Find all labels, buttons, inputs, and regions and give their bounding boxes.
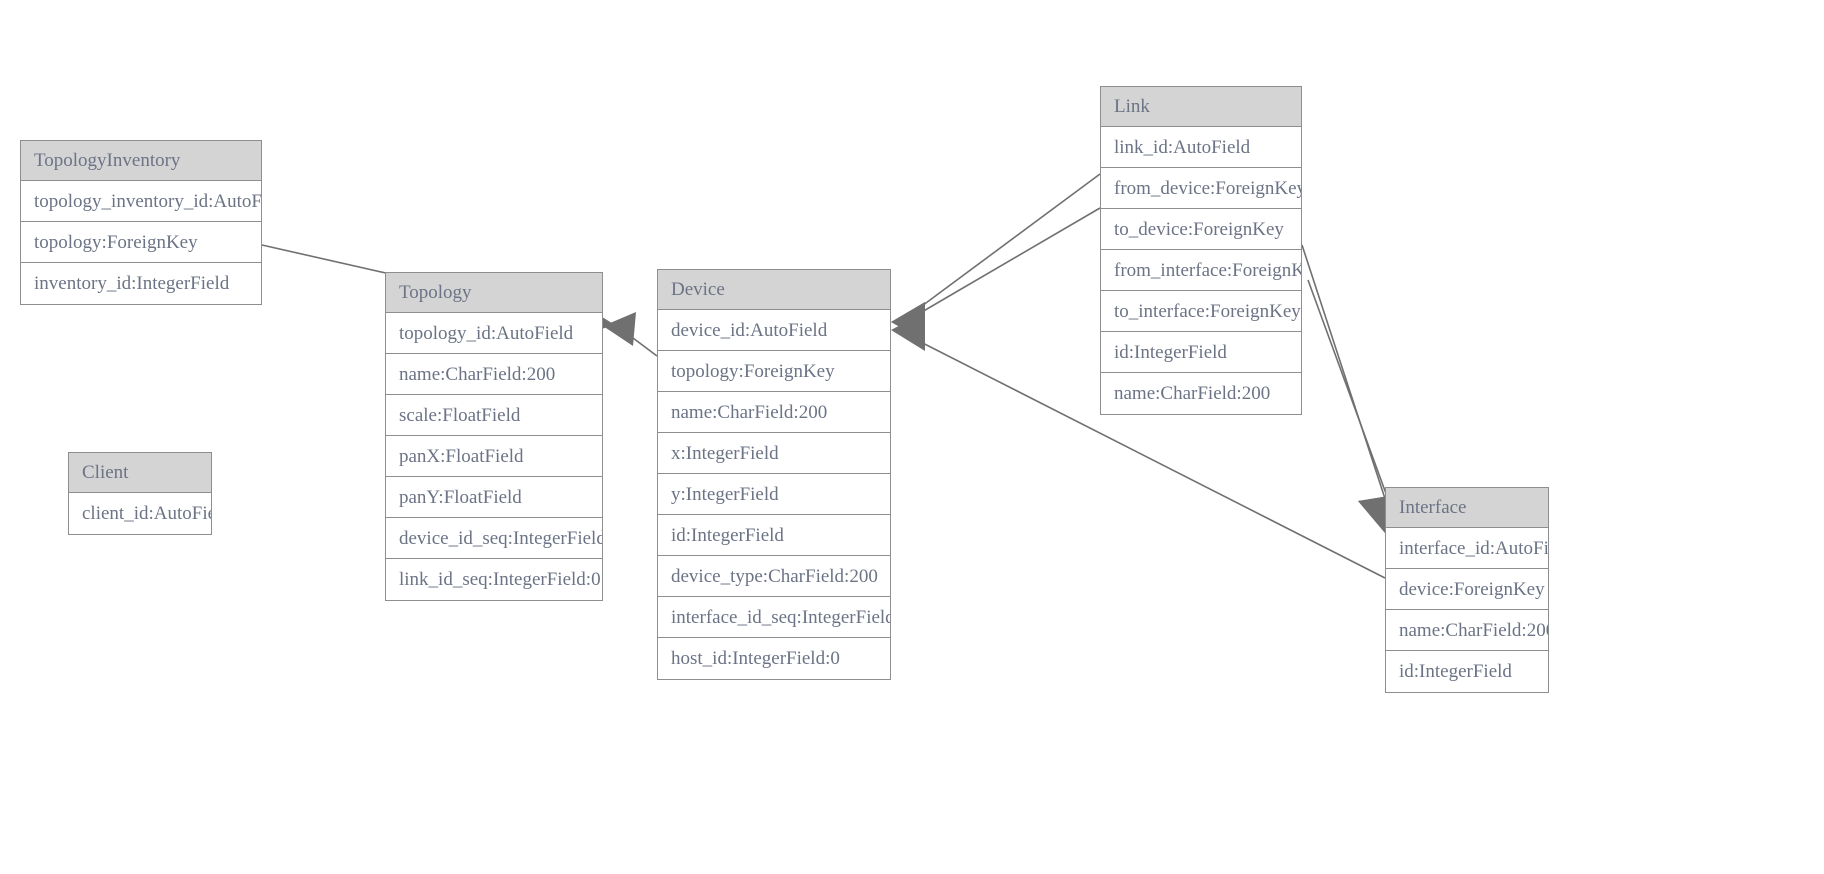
entity-box-interface[interactable]: Interfaceinterface_id:AutoFielddevice:Fo… [1385, 487, 1549, 693]
entity-field-row[interactable]: name:CharField:200 [1101, 373, 1301, 414]
entity-field-row[interactable]: id:IntegerField [1386, 651, 1548, 692]
entity-field-row[interactable]: topology:ForeignKey [21, 222, 261, 263]
entity-field-row[interactable]: interface_id_seq:IntegerField:0 [658, 597, 890, 638]
entity-field-row[interactable]: panY:FloatField [386, 477, 602, 518]
relationship-line [1307, 279, 1397, 522]
entity-field-row[interactable]: link_id:AutoField [1101, 127, 1301, 168]
entity-field-row[interactable]: id:IntegerField [658, 515, 890, 556]
relationship-arrowhead [891, 302, 925, 341]
entity-field-row[interactable]: from_interface:ForeignKey [1101, 250, 1301, 291]
entity-title: Interface [1386, 488, 1548, 528]
entity-field-row[interactable]: from_device:ForeignKey [1101, 168, 1301, 209]
relationship-edge [891, 173, 1101, 341]
entity-field-row[interactable]: device_id_seq:IntegerField:0 [386, 518, 602, 559]
entity-title: Client [69, 453, 211, 493]
entity-field-row[interactable]: x:IntegerField [658, 433, 890, 474]
entity-title: Device [658, 270, 890, 310]
entity-field-row[interactable]: name:CharField:200 [386, 354, 602, 395]
relationship-edge [891, 207, 1101, 341]
entity-field-row[interactable]: device_id:AutoField [658, 310, 890, 351]
entity-field-row[interactable]: topology_id:AutoField [386, 313, 602, 354]
relationship-edge [1301, 244, 1395, 533]
entity-field-row[interactable]: inventory_id:IntegerField [21, 263, 261, 304]
entity-title: Topology [386, 273, 602, 313]
entity-field-row[interactable]: name:CharField:200 [658, 392, 890, 433]
entity-field-row[interactable]: name:CharField:200 [1386, 610, 1548, 651]
relationship-edge [603, 312, 658, 357]
entity-field-row[interactable]: client_id:AutoField [69, 493, 211, 534]
relationship-line [1301, 244, 1393, 521]
relationship-line [902, 173, 1101, 321]
entity-field-row[interactable]: topology_inventory_id:AutoField [21, 181, 261, 222]
entity-title: Link [1101, 87, 1301, 127]
entity-field-row[interactable]: link_id_seq:IntegerField:0 [386, 559, 602, 600]
entity-title: TopologyInventory [21, 141, 261, 181]
entity-field-row[interactable]: to_interface:ForeignKey [1101, 291, 1301, 332]
entity-field-row[interactable]: to_device:ForeignKey [1101, 209, 1301, 250]
relationship-line [902, 207, 1101, 324]
entity-field-list: topology_inventory_id:AutoFieldtopology:… [21, 181, 261, 304]
relationship-edge [1307, 279, 1397, 533]
entity-field-row[interactable]: y:IntegerField [658, 474, 890, 515]
entity-field-list: interface_id:AutoFielddevice:ForeignKeyn… [1386, 528, 1548, 692]
relationship-line [616, 325, 658, 357]
entity-field-row[interactable]: topology:ForeignKey [658, 351, 890, 392]
entity-field-row[interactable]: device_type:CharField:200 [658, 556, 890, 597]
entity-field-row[interactable]: id:IntegerField [1101, 332, 1301, 373]
entity-field-row[interactable]: panX:FloatField [386, 436, 602, 477]
entity-field-row[interactable]: device:ForeignKey [1386, 569, 1548, 610]
relationship-arrowhead [891, 312, 925, 351]
entity-field-row[interactable]: host_id:IntegerField:0 [658, 638, 890, 679]
entity-field-row[interactable]: interface_id:AutoField [1386, 528, 1548, 569]
relationship-arrowhead [603, 312, 636, 346]
entity-field-list: client_id:AutoField [69, 493, 211, 534]
entity-field-row[interactable]: scale:FloatField [386, 395, 602, 436]
relationship-arrowhead [891, 302, 925, 341]
